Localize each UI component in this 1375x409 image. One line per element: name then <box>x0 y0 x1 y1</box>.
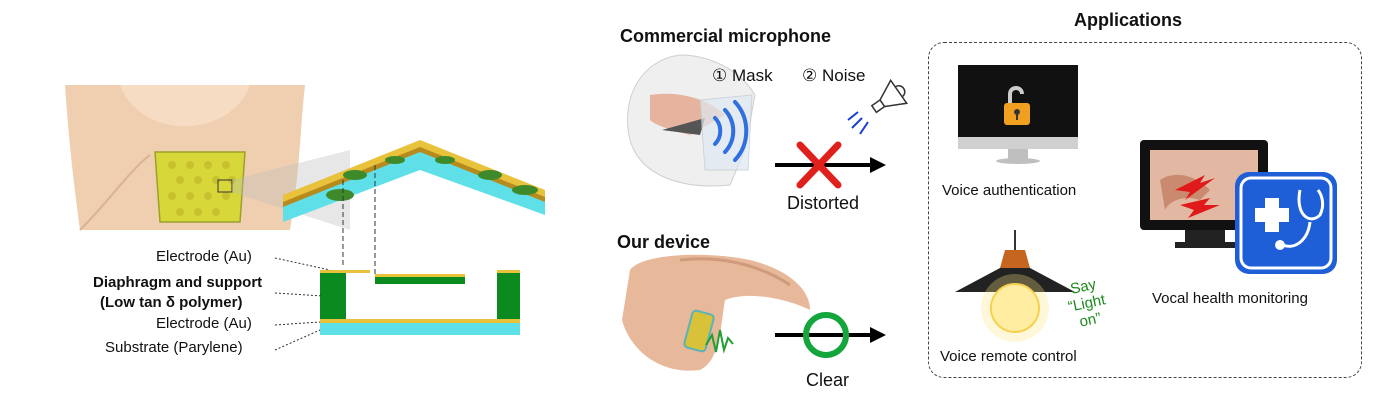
device-title: Our device <box>617 232 711 252</box>
support-right <box>497 273 520 319</box>
label-polymer: (Low tan δ polymer) <box>100 294 243 311</box>
clear-label: Clear <box>806 370 850 390</box>
applications-title: Applications <box>1074 10 1183 30</box>
chin-illustration <box>622 254 810 371</box>
megaphone-icon <box>870 78 909 114</box>
noise-waves-icon <box>847 111 869 135</box>
light-bulb-icon <box>990 283 1040 333</box>
lightning-icon <box>1175 175 1220 218</box>
label-diaphragm: Diaphragm and support <box>93 274 263 291</box>
red-cross-icon <box>796 141 842 189</box>
attached-device <box>683 309 715 353</box>
support-left <box>320 273 346 319</box>
neck-patch <box>154 151 246 223</box>
diaphragm <box>375 277 465 284</box>
zoomed-device <box>283 150 545 222</box>
noise-label: ② Noise <box>802 66 866 85</box>
green-circle-icon <box>803 312 849 358</box>
label-electrode-top: Electrode (Au) <box>156 248 252 265</box>
voice-auth-label: Voice authentication <box>942 182 1077 199</box>
label-electrode-bottom: Electrode (Au) <box>156 315 252 332</box>
arrow-head-distorted <box>870 157 886 173</box>
commercial-title: Commercial microphone <box>620 26 832 46</box>
sound-wave-icon <box>713 100 749 162</box>
applications-box <box>928 42 1362 378</box>
arrow-head-clear <box>870 327 886 343</box>
health-label: Vocal health monitoring <box>1152 290 1308 307</box>
medical-icon <box>1235 172 1337 274</box>
signal-wave-icon <box>705 329 734 354</box>
bottom-electrode <box>320 319 520 323</box>
lamp-shade-icon <box>955 268 1075 292</box>
unlock-icon <box>1004 86 1030 125</box>
label-substrate: Substrate (Parylene) <box>105 339 243 356</box>
top-electrode <box>320 270 370 273</box>
distorted-label: Distorted <box>787 193 860 213</box>
substrate <box>320 323 520 335</box>
mask-label: ① Mask <box>712 66 773 85</box>
remote-control-label: Voice remote control <box>940 348 1077 365</box>
stethoscope-icon <box>1282 189 1325 248</box>
monitor-icon <box>958 65 1078 137</box>
